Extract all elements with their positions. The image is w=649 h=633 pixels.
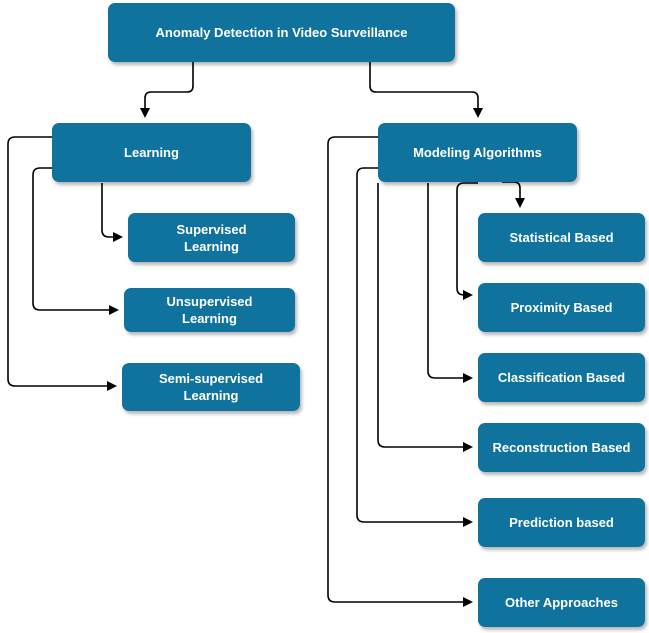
semi-supervised-learning-node: Semi-supervised Learning: [122, 363, 300, 411]
prediction-based-node: Prediction based: [478, 498, 645, 547]
edge-root-learning: [140, 62, 194, 118]
edge-modeling-proximity: [456, 182, 478, 300]
unsupervised-learning-node: Unsupervised Learning: [124, 288, 295, 332]
proximity-based-node: Proximity Based: [478, 283, 645, 332]
statistical-based-node: Statistical Based: [478, 213, 645, 262]
learning-node: Learning: [52, 123, 251, 182]
learning-node-label: Learning: [124, 145, 179, 160]
supervised-learning-label: Supervised Learning: [176, 221, 247, 254]
prediction-based-label: Prediction based: [509, 515, 614, 530]
supervised-learning-node: Supervised Learning: [128, 213, 295, 262]
classification-based-label: Classification Based: [497, 370, 626, 385]
edge-modeling-classification: [427, 183, 473, 383]
other-approaches-node: Other Approaches: [478, 578, 645, 627]
unsupervised-learning-label: Unsupervised Learning: [166, 294, 253, 326]
edge-learning-supervised: [101, 183, 123, 242]
edge-learning-unsupervised: [32, 167, 119, 315]
edge-learning-semisupervised: [7, 136, 117, 391]
edge-modeling-reconstruction: [377, 183, 473, 452]
edge-modeling-other: [327, 136, 473, 607]
classification-based-node: Classification Based: [478, 353, 645, 402]
statistical-based-label: Statistical Based: [509, 230, 614, 245]
proximity-based-label: Proximity Based: [510, 300, 613, 315]
modeling-algorithms-label: Modeling Algorithms: [413, 145, 542, 160]
reconstruction-based-node: Reconstruction Based: [478, 423, 645, 472]
modeling-algorithms-node: Modeling Algorithms: [378, 123, 577, 182]
root-node-label: Anomaly Detection in Video Surveillance: [155, 25, 408, 40]
reconstruction-based-label: Reconstruction Based: [492, 440, 631, 455]
edge-modeling-statistical: [502, 181, 525, 208]
edge-root-modeling: [369, 62, 483, 118]
root-node: Anomaly Detection in Video Surveillance: [108, 3, 455, 62]
semi-supervised-learning-label: Semi-supervised Learning: [158, 371, 264, 403]
edge-modeling-prediction: [356, 167, 473, 527]
other-approaches-label: Other Approaches: [505, 595, 618, 610]
